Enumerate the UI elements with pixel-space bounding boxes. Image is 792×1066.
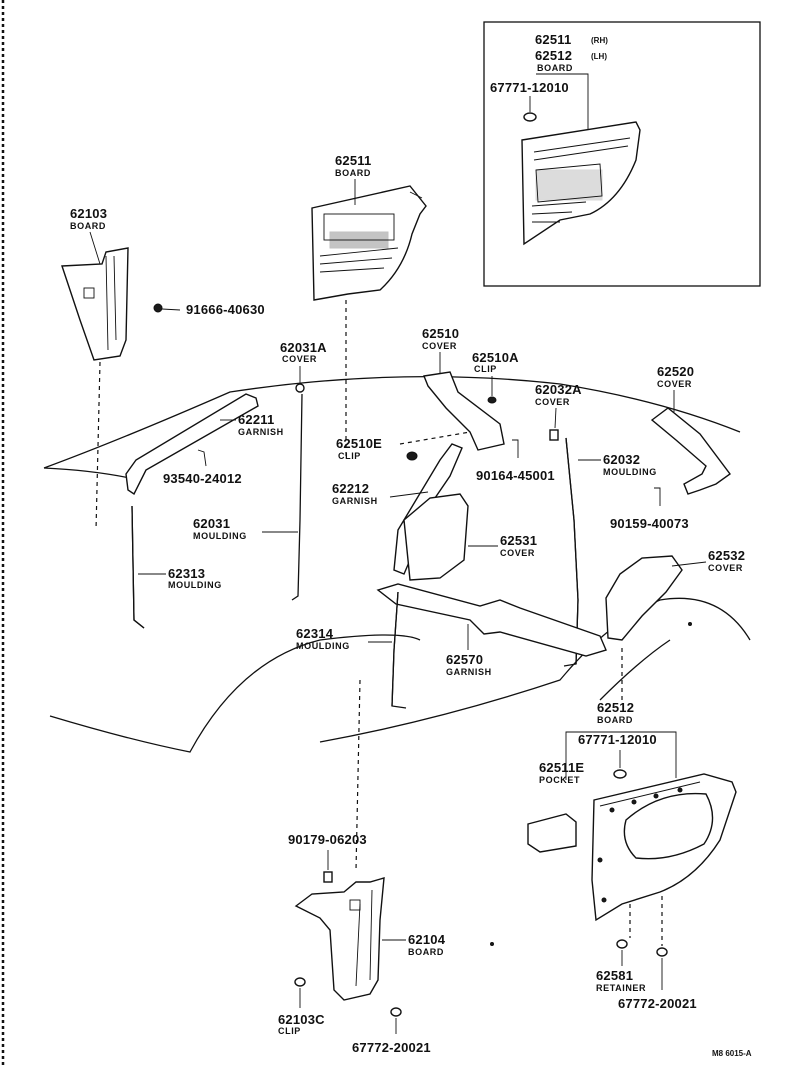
callout-62532-name: COVER	[708, 563, 743, 573]
callout-62581-name: RETAINER	[596, 983, 646, 993]
callout-62212-name: GARNISH	[332, 496, 378, 506]
callout-62211-name: GARNISH	[238, 427, 284, 437]
callout-62511E-name: POCKET	[539, 775, 580, 785]
leader-62103	[89, 231, 101, 265]
callout-62510-number: 62510	[422, 326, 459, 341]
callout-62211-number: 62211	[238, 412, 274, 427]
callout-62531-name: COVER	[500, 548, 535, 558]
rear-quarter-board-62512	[591, 773, 737, 922]
pocket-62511E	[527, 813, 577, 853]
clip-67771-lower	[613, 769, 627, 779]
inset-clip-part	[523, 112, 537, 122]
callout-62314-name: MOULDING	[296, 641, 350, 651]
callout-62512-name: BOARD	[597, 715, 633, 725]
cover-62531	[403, 493, 469, 581]
leader-62512	[565, 731, 677, 780]
drawing-code: M8 6015-A	[712, 1049, 752, 1058]
callout-62313-number: 62313	[168, 566, 205, 581]
callout-62520-number: 62520	[657, 364, 694, 379]
callout-62510-name: COVER	[422, 341, 457, 351]
screw-90164	[512, 439, 519, 458]
screw-90159	[654, 487, 661, 506]
rear-door-board-62511	[311, 185, 427, 301]
callout-67771b-number: 67771-12010	[578, 732, 657, 747]
callout-62511-name: BOARD	[335, 168, 371, 178]
callout-62103-name: BOARD	[70, 221, 106, 231]
callout-62511-number: 62511	[335, 153, 371, 168]
callout-62103C-name: CLIP	[278, 1026, 301, 1036]
callout-62031-name: MOULDING	[193, 531, 247, 541]
moulding-62031	[291, 393, 303, 601]
callout-62510A-name: CLIP	[474, 364, 497, 374]
callout-62314-number: 62314	[296, 626, 334, 641]
rear-pillar-board-62104	[294, 877, 385, 1001]
inset-door-board	[521, 121, 641, 246]
cover-62032A	[549, 429, 559, 441]
inset-board-rh-number: 62511	[535, 32, 571, 47]
clip-62103C	[294, 977, 306, 987]
callout-62031A-name: COVER	[282, 354, 317, 364]
inset-armrest	[535, 169, 603, 201]
cover-62520	[650, 407, 731, 495]
callout-62031A-number: 62031A	[280, 340, 327, 355]
inset-leader-board	[536, 73, 589, 130]
inset-board-label: BOARD	[537, 63, 573, 73]
screw-93540	[197, 449, 207, 467]
garnish-62570	[376, 583, 607, 657]
callout-62510E-number: 62510E	[336, 436, 382, 451]
callout-91666-number: 91666-40630	[186, 302, 265, 317]
clip-90179	[323, 871, 333, 883]
callout-62032-name: MOULDING	[603, 467, 657, 477]
callout-62032A-number: 62032A	[535, 382, 582, 397]
callout-90164-number: 90164-45001	[476, 468, 555, 483]
callout-62532-number: 62532	[708, 548, 745, 563]
callout-93540-number: 93540-24012	[163, 471, 242, 486]
cover-62510	[423, 371, 505, 451]
callout-62570-number: 62570	[446, 652, 483, 667]
garnish-62211	[125, 393, 259, 496]
callout-90159-number: 90159-40073	[610, 516, 689, 531]
inset-clip-number: 67771-12010	[490, 80, 569, 95]
front-pillar-board-62103	[61, 247, 129, 361]
callout-62103-number: 62103	[70, 206, 107, 221]
clip-67772-lower-right	[656, 947, 668, 957]
callout-62032A-name: COVER	[535, 397, 570, 407]
inset-rear-boards: 62511 (RH) 62512 (LH) BOARD 67771-12010	[483, 21, 761, 287]
callout-62520-name: COVER	[657, 379, 692, 389]
callout-67772b-number: 67772-20021	[618, 996, 697, 1011]
cover-62031A	[295, 383, 305, 393]
inset-board-lh-side: (LH)	[591, 52, 607, 61]
dashed-guide-62103	[95, 361, 101, 531]
clip-62510A	[487, 396, 497, 404]
callout-62510A-number: 62510A	[472, 350, 519, 365]
callout-62104-name: BOARD	[408, 947, 444, 957]
armrest-62512	[623, 792, 714, 860]
retainer-62581	[616, 939, 628, 949]
callout-62103C-number: 62103C	[278, 1012, 325, 1027]
inset-board-rh-side: (RH)	[591, 36, 608, 45]
callout-62581-number: 62581	[596, 968, 633, 983]
cover-62532	[605, 555, 683, 641]
callout-67772a-number: 67772-20021	[352, 1040, 431, 1055]
inset-frame	[483, 21, 761, 287]
callout-62212-number: 62212	[332, 481, 369, 496]
callout-62531-number: 62531	[500, 533, 537, 548]
callout-62570-name: GARNISH	[446, 667, 492, 677]
callout-62512-number: 62512	[597, 700, 634, 715]
clip-67772-lower-center	[390, 1007, 402, 1017]
callout-62510E-name: CLIP	[338, 451, 361, 461]
callout-90179-number: 90179-06203	[288, 832, 367, 847]
callout-62032-number: 62032	[603, 452, 640, 467]
screw-91666	[153, 303, 163, 313]
clip-62510E	[406, 451, 418, 461]
inset-board-lh-number: 62512	[535, 48, 572, 63]
callout-62313-name: MOULDING	[168, 580, 222, 590]
callout-62031-number: 62031	[193, 516, 230, 531]
callout-62511E-number: 62511E	[539, 760, 584, 775]
callout-62104-number: 62104	[408, 932, 446, 947]
